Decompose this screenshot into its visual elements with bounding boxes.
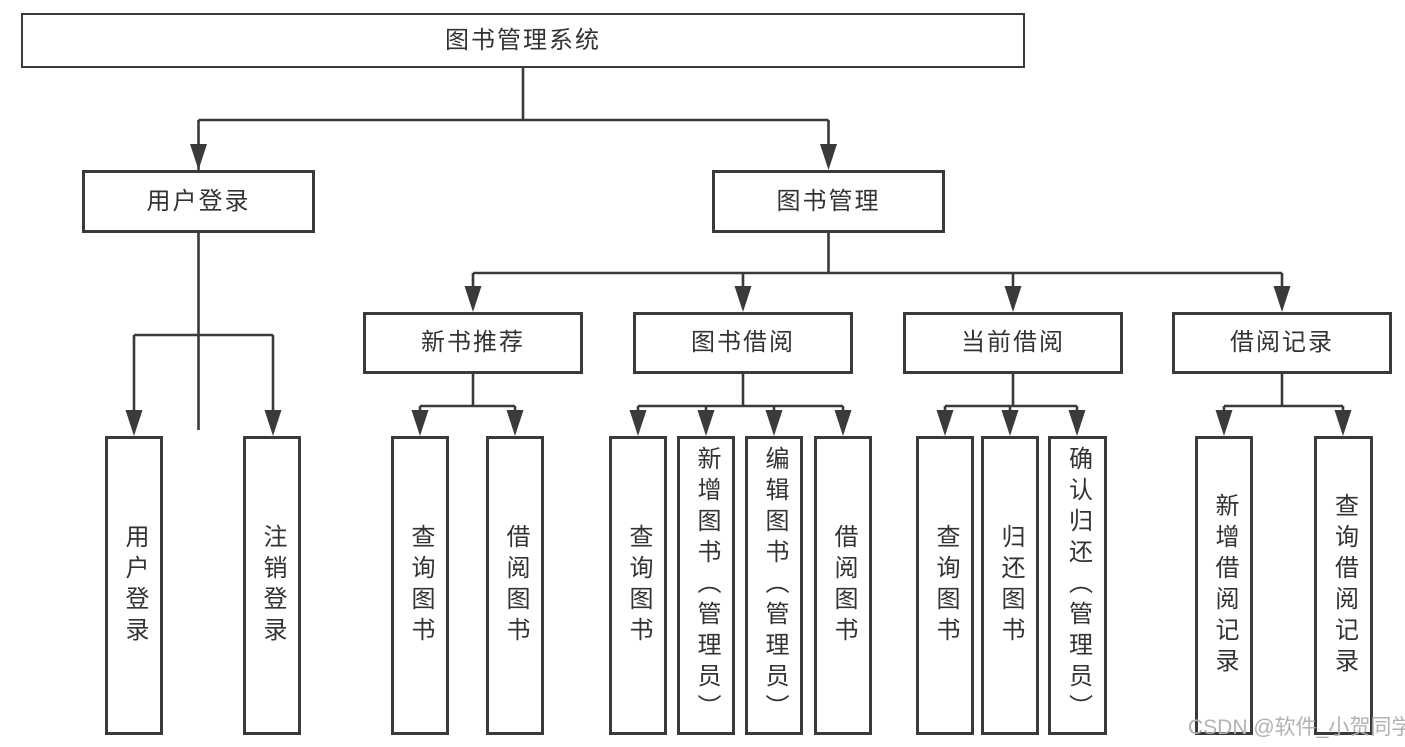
- leaf-search-books-borrowing: 查询图书: [609, 436, 667, 735]
- arrowhead-icon: [936, 410, 954, 436]
- node-user-login: 用户登录: [82, 170, 315, 233]
- arrowhead-icon: [629, 410, 647, 436]
- arrowhead-icon: [765, 410, 783, 436]
- arrowhead-icon: [820, 144, 837, 170]
- arrowhead-icon: [1273, 286, 1291, 312]
- watermark: CSDN @软件_小贺同学: [1188, 716, 1405, 739]
- leaf-borrow-books-recommend-label: 借阅图书: [502, 523, 529, 648]
- node-user-login-label: 用户登录: [146, 187, 251, 215]
- arrowhead-icon: [1001, 410, 1019, 436]
- leaf-borrow-books-borrowing: 借阅图书: [814, 436, 872, 735]
- node-current-borrowing-label: 当前借阅: [961, 329, 1065, 356]
- arrowhead-icon: [1004, 286, 1022, 312]
- node-book-management-label: 图书管理: [776, 187, 881, 215]
- arrowhead-icon: [125, 410, 143, 436]
- leaf-add-borrow-record-label: 新增借阅记录: [1211, 492, 1238, 679]
- leaf-edit-books-admin: 编辑图书（管理员）: [745, 436, 803, 735]
- node-new-book-recommend: 新书推荐: [363, 312, 583, 374]
- arrowhead-icon: [1068, 410, 1086, 436]
- node-book-borrowing: 图书借阅: [633, 312, 853, 374]
- node-new-book-recommend-label: 新书推荐: [421, 329, 525, 356]
- leaf-search-borrow-record: 查询借阅记录: [1314, 436, 1373, 735]
- arrowhead-icon: [411, 410, 429, 436]
- leaf-logout: 注销登录: [243, 436, 301, 735]
- leaf-add-books-admin-label: 新增图书（管理员）: [693, 446, 720, 725]
- leaf-return-books: 归还图书: [981, 436, 1039, 735]
- leaf-borrow-books-borrowing-label: 借阅图书: [830, 523, 857, 648]
- arrowhead-icon: [464, 286, 482, 312]
- arrowhead-icon: [1215, 410, 1233, 436]
- leaf-search-books-recommend: 查询图书: [391, 436, 449, 735]
- leaf-user-login: 用户登录: [105, 436, 163, 735]
- leaf-borrow-books-recommend: 借阅图书: [486, 436, 544, 735]
- arrowhead-icon: [506, 410, 524, 436]
- arrowhead-icon: [834, 410, 852, 436]
- node-borrowing-records-label: 借阅记录: [1230, 329, 1334, 356]
- arrowhead-icon: [734, 286, 752, 312]
- node-current-borrowing: 当前借阅: [903, 312, 1123, 374]
- leaf-add-borrow-record: 新增借阅记录: [1195, 436, 1253, 735]
- arrowhead-icon: [264, 410, 282, 436]
- arrowhead-icon: [190, 144, 207, 170]
- leaf-confirm-return-admin-label: 确认归还（管理员）: [1064, 446, 1092, 725]
- arrowhead-icon: [697, 410, 715, 436]
- leaf-confirm-return-admin: 确认归还（管理员）: [1048, 436, 1107, 735]
- leaf-search-books-recommend-label: 查询图书: [407, 523, 434, 648]
- leaf-edit-books-admin-label: 编辑图书（管理员）: [761, 446, 788, 725]
- leaf-return-books-label: 归还图书: [997, 523, 1024, 648]
- leaf-user-login-label: 用户登录: [121, 523, 148, 648]
- leaf-search-books-borrowing-label: 查询图书: [625, 523, 652, 648]
- leaf-search-borrow-record-label: 查询借阅记录: [1330, 492, 1358, 679]
- node-book-management: 图书管理: [712, 170, 945, 233]
- arrowhead-icon: [1334, 410, 1352, 436]
- leaf-search-books-current: 查询图书: [916, 436, 974, 735]
- leaf-search-books-current-label: 查询图书: [932, 523, 959, 648]
- leaf-logout-label: 注销登录: [259, 523, 286, 648]
- node-library-system-label: 图书管理系统: [445, 26, 601, 54]
- node-book-borrowing-label: 图书借阅: [691, 329, 795, 356]
- leaf-add-books-admin: 新增图书（管理员）: [677, 436, 735, 735]
- node-borrowing-records: 借阅记录: [1172, 312, 1392, 374]
- node-library-system: 图书管理系统: [21, 13, 1025, 68]
